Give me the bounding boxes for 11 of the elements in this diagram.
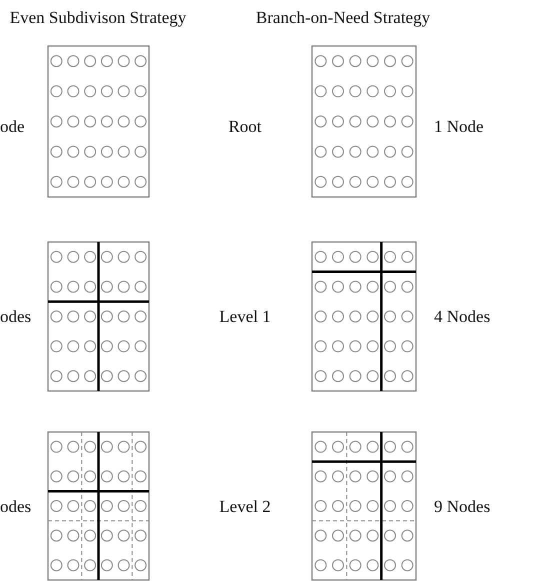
level-label: Level 1 [219,307,271,327]
node-count: 9 Nodes [434,497,490,517]
level-label: Level 2 [219,497,271,517]
row-label: odes [0,307,32,327]
column-heading: Branch-on-Need Strategy [256,8,430,28]
node-count: 4 Nodes [434,307,490,327]
level-label: Root [228,117,262,137]
column-heading: Even Subdivison Strategy [10,8,186,28]
row-label: odes [0,497,32,517]
row-label: ode [0,117,25,137]
node-count: 1 Node [434,117,484,137]
